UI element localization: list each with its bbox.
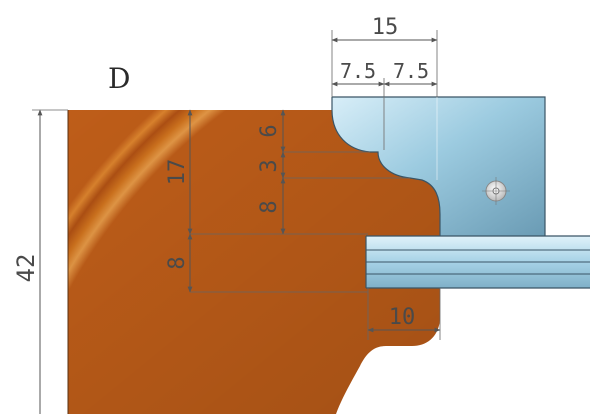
dim-step-right: 7.5 (393, 59, 429, 83)
dim-3: 3 (257, 159, 282, 172)
dim-8-upper: 8 (257, 200, 282, 213)
top-dimensions: 15 7.5 7.5 (331, 15, 438, 150)
dim-8-lower: 8 (165, 256, 190, 269)
dim-17: 17 (165, 159, 190, 186)
spacer-bands (365, 235, 590, 289)
dim-6: 6 (257, 124, 282, 137)
dim-10: 10 (389, 305, 416, 330)
wood-workpiece (67, 110, 440, 414)
height-dimension: 42 (12, 109, 68, 414)
spindle-hole-icon (482, 177, 510, 205)
dim-step-left: 7.5 (340, 59, 376, 83)
step-dimensions: 17 6 3 8 8 (165, 109, 410, 293)
dim-height-42: 42 (12, 254, 40, 283)
bottom-width-dimension: 10 (367, 288, 441, 340)
dim-width-15: 15 (372, 15, 399, 40)
profile-label: D (108, 62, 130, 95)
